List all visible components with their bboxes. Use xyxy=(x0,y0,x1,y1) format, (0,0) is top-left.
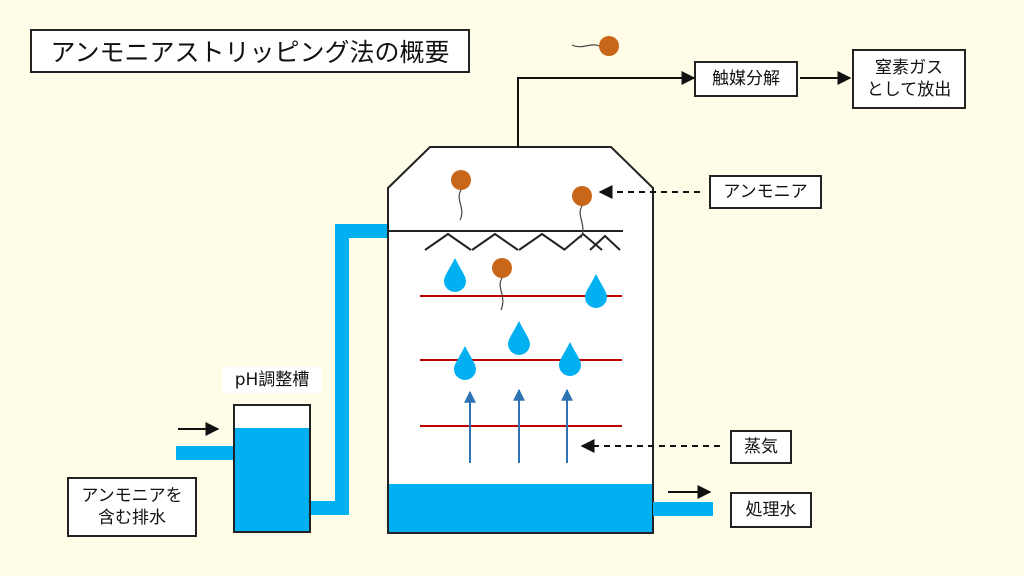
steam-arrows xyxy=(464,388,573,463)
steam-label: 蒸気 xyxy=(730,430,792,464)
ph-tank-water xyxy=(235,428,309,531)
nitrogen-release-label: 窒素ガス として放出 xyxy=(852,49,966,109)
ammonia-wastewater-label: アンモニアを 含む排水 xyxy=(67,477,197,537)
ammonia-molecules xyxy=(451,36,619,311)
ammonia-tail xyxy=(579,205,584,239)
ammonia-ball xyxy=(492,258,512,278)
ammonia-label: アンモニア xyxy=(709,175,822,209)
water-droplets xyxy=(444,258,607,380)
inlet-pipe xyxy=(176,446,234,460)
ammonia-ball xyxy=(572,186,592,206)
page-title: アンモニアストリッピング法の概要 xyxy=(30,29,470,73)
exhaust-line xyxy=(517,71,696,147)
droplet xyxy=(508,321,530,355)
distributor-nozzles xyxy=(424,232,621,251)
droplet xyxy=(444,258,466,292)
ph-tank-label: pH調整槽 xyxy=(222,367,322,393)
droplet xyxy=(454,346,476,380)
tower-bottom-water xyxy=(389,484,652,532)
outlet-pipe xyxy=(653,502,713,516)
ammonia-tail xyxy=(499,277,504,311)
feed-pipe xyxy=(308,224,388,515)
ammonia-tail xyxy=(571,44,600,48)
treated-water-label: 処理水 xyxy=(730,492,812,528)
ammonia-ball xyxy=(599,36,619,56)
ammonia-ball xyxy=(451,170,471,190)
catalytic-decomposition-label: 触媒分解 xyxy=(694,61,798,97)
droplet xyxy=(559,342,581,376)
ammonia-tail xyxy=(458,189,463,221)
droplet xyxy=(585,274,607,308)
